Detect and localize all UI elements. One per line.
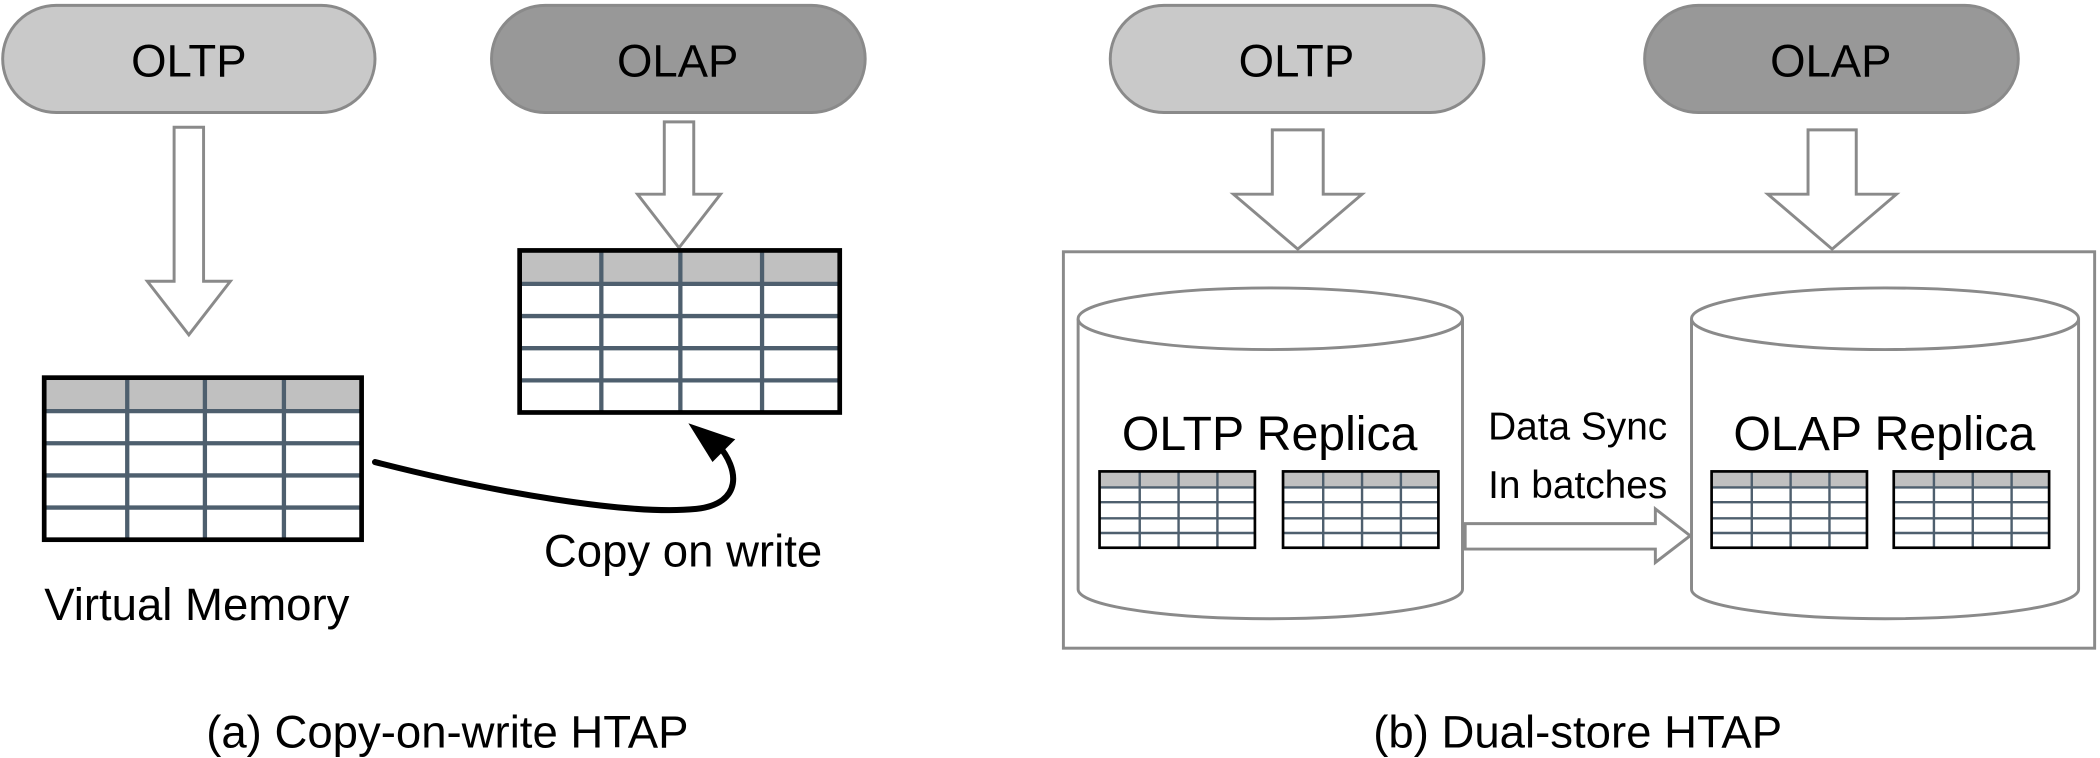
olap-label-b: OLAP	[1770, 35, 1891, 86]
olap-down-arrow-b	[1763, 128, 1901, 252]
oltp-label-b: OLTP	[1239, 35, 1355, 86]
panel-a: OLTP OLAP	[1, 3, 867, 757]
caption-a: (a) Copy-on-write HTAP	[206, 706, 688, 757]
olap-pill-b: OLAP	[1643, 3, 2020, 114]
virtual-memory-table	[41, 375, 364, 543]
olap-label-a: OLAP	[617, 35, 738, 86]
copy-on-write-label: Copy on write	[544, 525, 822, 576]
dual-store-container	[1061, 250, 2097, 650]
panel-b: OLTP OLAP OLTP Replica	[1061, 3, 2097, 757]
oltp-down-arrow-b	[1229, 128, 1367, 252]
oltp-pill-b: OLTP	[1108, 3, 1486, 114]
olap-replica-table-1	[1710, 470, 1869, 550]
olap-replica-table-2	[1892, 470, 2051, 550]
olap-replica-label: OLAP Replica	[1733, 407, 2035, 461]
oltp-label-a: OLTP	[131, 35, 247, 86]
copy-on-write-arrowhead	[688, 423, 736, 463]
oltp-down-arrow-a	[144, 125, 234, 338]
copy-on-write-arrow	[371, 441, 737, 514]
olap-replica-cylinder: OLAP Replica	[1690, 286, 2081, 621]
caption-b: (b) Dual-store HTAP	[1373, 706, 1782, 757]
in-batches-label: In batches	[1488, 464, 1667, 507]
oltp-pill-a: OLTP	[1, 3, 377, 114]
olap-table-a	[517, 248, 843, 415]
data-sync-label: Data Sync	[1488, 405, 1667, 448]
oltp-replica-cylinder: OLTP Replica	[1076, 286, 1464, 621]
virtual-memory-label: Virtual Memory	[44, 579, 349, 630]
oltp-replica-label: OLTP Replica	[1122, 407, 1418, 461]
olap-down-arrow-a	[634, 120, 724, 251]
oltp-replica-table-2	[1281, 470, 1440, 550]
oltp-replica-table-1	[1098, 470, 1257, 550]
data-sync-arrow	[1463, 505, 1693, 566]
olap-pill-a: OLAP	[490, 3, 867, 114]
